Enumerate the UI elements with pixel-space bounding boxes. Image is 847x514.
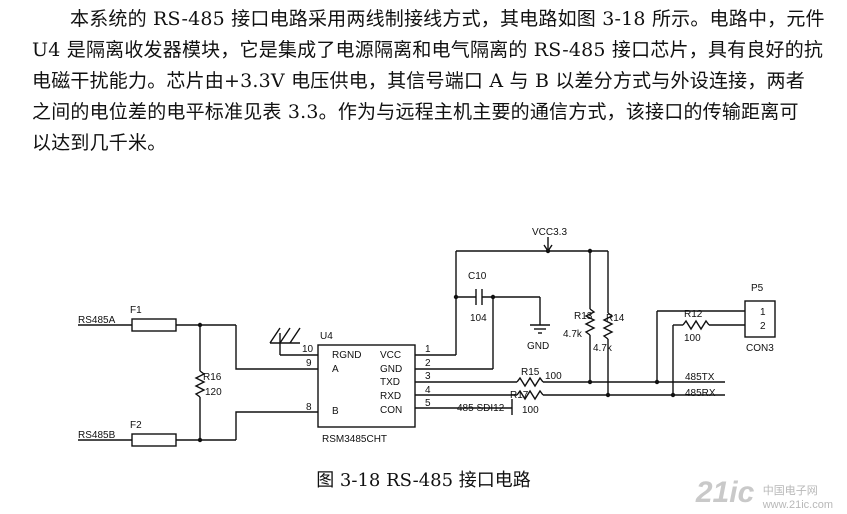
pin-num-10: 10 [302,344,314,355]
p5-pin-2: 2 [760,321,766,332]
c10-ref: C10 [468,271,487,282]
pin-name-a: A [332,364,339,375]
r13-resistor [584,308,596,336]
rs485-circuit-diagram: VCC3.3 C10 104 GND R13 4.7k R14 4.7k R15… [78,227,776,447]
r12-value: 100 [684,333,701,344]
watermark-logo: 21ic [695,476,755,509]
pin-name-b: B [332,406,339,417]
pin8-wire [235,411,318,440]
rs485a-label: RS485A [78,315,116,326]
paragraph-line-4: 之间的电位差的电平标准见表 3.3。作为与远程主机主要的通信方式，该接口的传输距… [32,101,799,123]
u4-part: RSM3485CHT [322,434,387,445]
r16-resistor [194,370,206,398]
rs485b-label: RS485B [78,430,116,441]
r13-value: 4.7k [563,329,583,340]
r15-ref: R15 [521,367,540,378]
body-paragraph: 本系统的 RS-485 接口电路采用两线制接线方式，其电路如图 3-18 所示。… [32,4,832,159]
c10-value: 104 [470,313,487,324]
pin-name-vcc: VCC [380,350,401,361]
r17-value: 100 [522,405,539,416]
r15-resistor [516,376,544,388]
p5-pin-1: 1 [760,307,766,318]
f2-ref: F2 [130,420,142,431]
rgnd-hatch-1 [269,327,281,344]
watermark-line-2: www.21ic.com [762,498,833,511]
pin-num-3: 3 [425,371,431,382]
pin-name-rgnd: RGND [332,350,361,361]
site-watermark: 21ic 中国电子网 www.21ic.com [696,476,833,512]
pin-num-1: 1 [425,344,431,355]
pin-num-2: 2 [425,358,431,369]
r14-value: 4.7k [593,343,613,354]
pin-num-4: 4 [425,385,431,396]
paragraph-line-3: 电磁干扰能力。芯片由+3.3V 电压供电，其信号端口 A 与 B 以差分方式与外… [32,70,805,92]
pin-num-5: 5 [425,398,431,409]
u4-ref: U4 [320,331,333,342]
pin-name-con: CON [380,405,402,416]
pin-num-9: 9 [306,358,312,369]
pin-num-8: 8 [306,402,312,413]
fuse-f1 [131,318,177,332]
pin-name-gnd: GND [380,364,402,375]
r17-resistor [516,389,544,401]
connector-p5 [744,300,776,338]
tx-label: 485TX [685,372,715,383]
figure-caption: 图 3-18 RS-485 接口电路 [316,470,531,491]
watermark-line-1: 中国电子网 [762,484,818,497]
r16-value: 120 [205,387,222,398]
vcc-label: VCC3.3 [532,227,567,238]
r12-resistor [682,319,710,331]
paragraph-line-5: 以达到几千米。 [32,132,167,154]
r13-ref: R13 [574,311,593,322]
paragraph-line-1: 本系统的 RS-485 接口电路采用两线制接线方式，其电路如图 3-18 所示。… [70,8,825,30]
r12-ref: R12 [684,309,703,320]
paragraph-line-2: U4 是隔离收发器模块，它是集成了电源隔离和电气隔离的 RS-485 接口芯片，… [32,39,824,61]
pin-name-txd: TXD [380,377,400,388]
r15-value: 100 [545,371,562,382]
gnd-label: GND [527,341,549,352]
r17-ref: R17 [510,390,529,401]
p5-part: CON3 [746,343,774,354]
rgnd-hatch-2 [279,327,291,344]
watermark-text: 中国电子网 www.21ic.com [763,484,833,512]
pin9-wire [235,325,318,370]
r16-ref: R16 [203,372,222,383]
sd-label: 485 SDI12 [457,403,505,414]
r14-resistor [602,312,614,340]
rgnd-hatch-3 [289,327,301,344]
fuse-f2 [131,433,177,447]
f1-ref: F1 [130,305,142,316]
p5-ref: P5 [751,283,764,294]
chip-u4 [317,344,416,428]
pin-name-rxd: RXD [380,391,401,402]
r14-ref: R14 [606,313,625,324]
rx-label: 485RX [685,388,716,399]
